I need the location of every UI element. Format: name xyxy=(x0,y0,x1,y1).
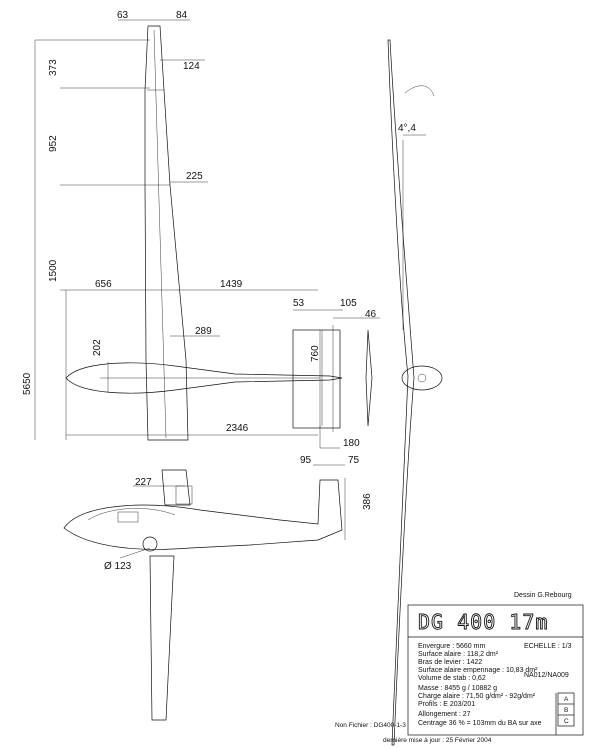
dim-5650: 5650 xyxy=(22,372,33,395)
spec-allongement: Allongement : 27 xyxy=(418,711,471,718)
spec-profils: Profils : E 203/201 xyxy=(418,701,475,708)
plan-view: 63 84 124 225 656 1439 53 105 46 289 234… xyxy=(22,10,380,449)
dim-105: 105 xyxy=(340,298,357,309)
fuselage-side xyxy=(63,479,343,550)
spec-surface-empennage: Surface alaire empennage : 10,83 dm² xyxy=(418,667,538,674)
dim-1439: 1439 xyxy=(220,279,243,290)
credit: Dessin G.Rebourg xyxy=(514,592,572,599)
front-wing xyxy=(387,39,415,746)
wing-outline xyxy=(144,25,189,441)
side-view: 95 75 227 386 Ø 123 xyxy=(63,455,373,721)
front-view: 4°,4 xyxy=(387,39,443,746)
dim-760: 760 xyxy=(310,345,321,362)
file-name: Non Fichier : DG400-1-3 xyxy=(335,722,406,729)
echelle: ECHELLE : 1/3 xyxy=(524,643,572,650)
spec-masse: Masse : 8455 g / 10882 g xyxy=(418,685,497,692)
front-fuselage xyxy=(401,365,443,391)
horizontal-stabilizer xyxy=(292,329,341,429)
dim-dihedral: 4°,4 xyxy=(398,123,416,134)
dim-75: 75 xyxy=(348,455,360,466)
dim-386: 386 xyxy=(362,493,373,510)
revision-a: A xyxy=(564,696,569,703)
dim-123: Ø 123 xyxy=(104,561,132,572)
dim-289: 289 xyxy=(195,326,212,337)
dim-2346: 2346 xyxy=(226,423,249,434)
dim-202: 202 xyxy=(92,339,103,356)
revision-b: B xyxy=(564,707,568,714)
dim-95: 95 xyxy=(300,455,312,466)
dim-1500: 1500 xyxy=(48,259,59,282)
spec-bras-levier: Bras de levier : 1422 xyxy=(418,659,482,666)
dim-373: 373 xyxy=(48,59,59,76)
revision-c: C xyxy=(564,718,569,725)
model-title: DG 400 17m xyxy=(418,610,548,634)
dim-46: 46 xyxy=(365,309,377,320)
dim-656: 656 xyxy=(95,279,112,290)
landing-wheel xyxy=(142,536,158,552)
dim-53: 53 xyxy=(293,298,305,309)
dim-227: 227 xyxy=(135,477,152,488)
spec-centrage: Centrage 36 % = 103mm du BA sur axe xyxy=(418,720,542,727)
dim-84: 84 xyxy=(176,10,188,21)
dim-63: 63 xyxy=(117,10,129,21)
dim-225: 225 xyxy=(186,171,203,182)
dim-124: 124 xyxy=(183,61,200,72)
spec-naca: NA012/NA009 xyxy=(524,672,569,679)
last-update: dernière mise à jour : 25 Février 2004 xyxy=(383,737,492,744)
dim-180: 180 xyxy=(343,438,360,449)
spec-envergure: Envergure : 5660 mm xyxy=(418,643,485,650)
spec-charge-alaire: Charge alaire : 71,50 g/dm² - 92g/dm² xyxy=(418,693,536,700)
dim-952: 952 xyxy=(48,135,59,152)
fuselage-top xyxy=(65,362,343,394)
spec-volume-stab: Volume de stab : 0,62 xyxy=(418,675,486,682)
spec-surface-alaire: Surface alaire : 118,2 dm² xyxy=(418,651,499,658)
title-block: Dessin G.Rebourg DG 400 17m ECHELLE : 1/… xyxy=(335,592,584,744)
